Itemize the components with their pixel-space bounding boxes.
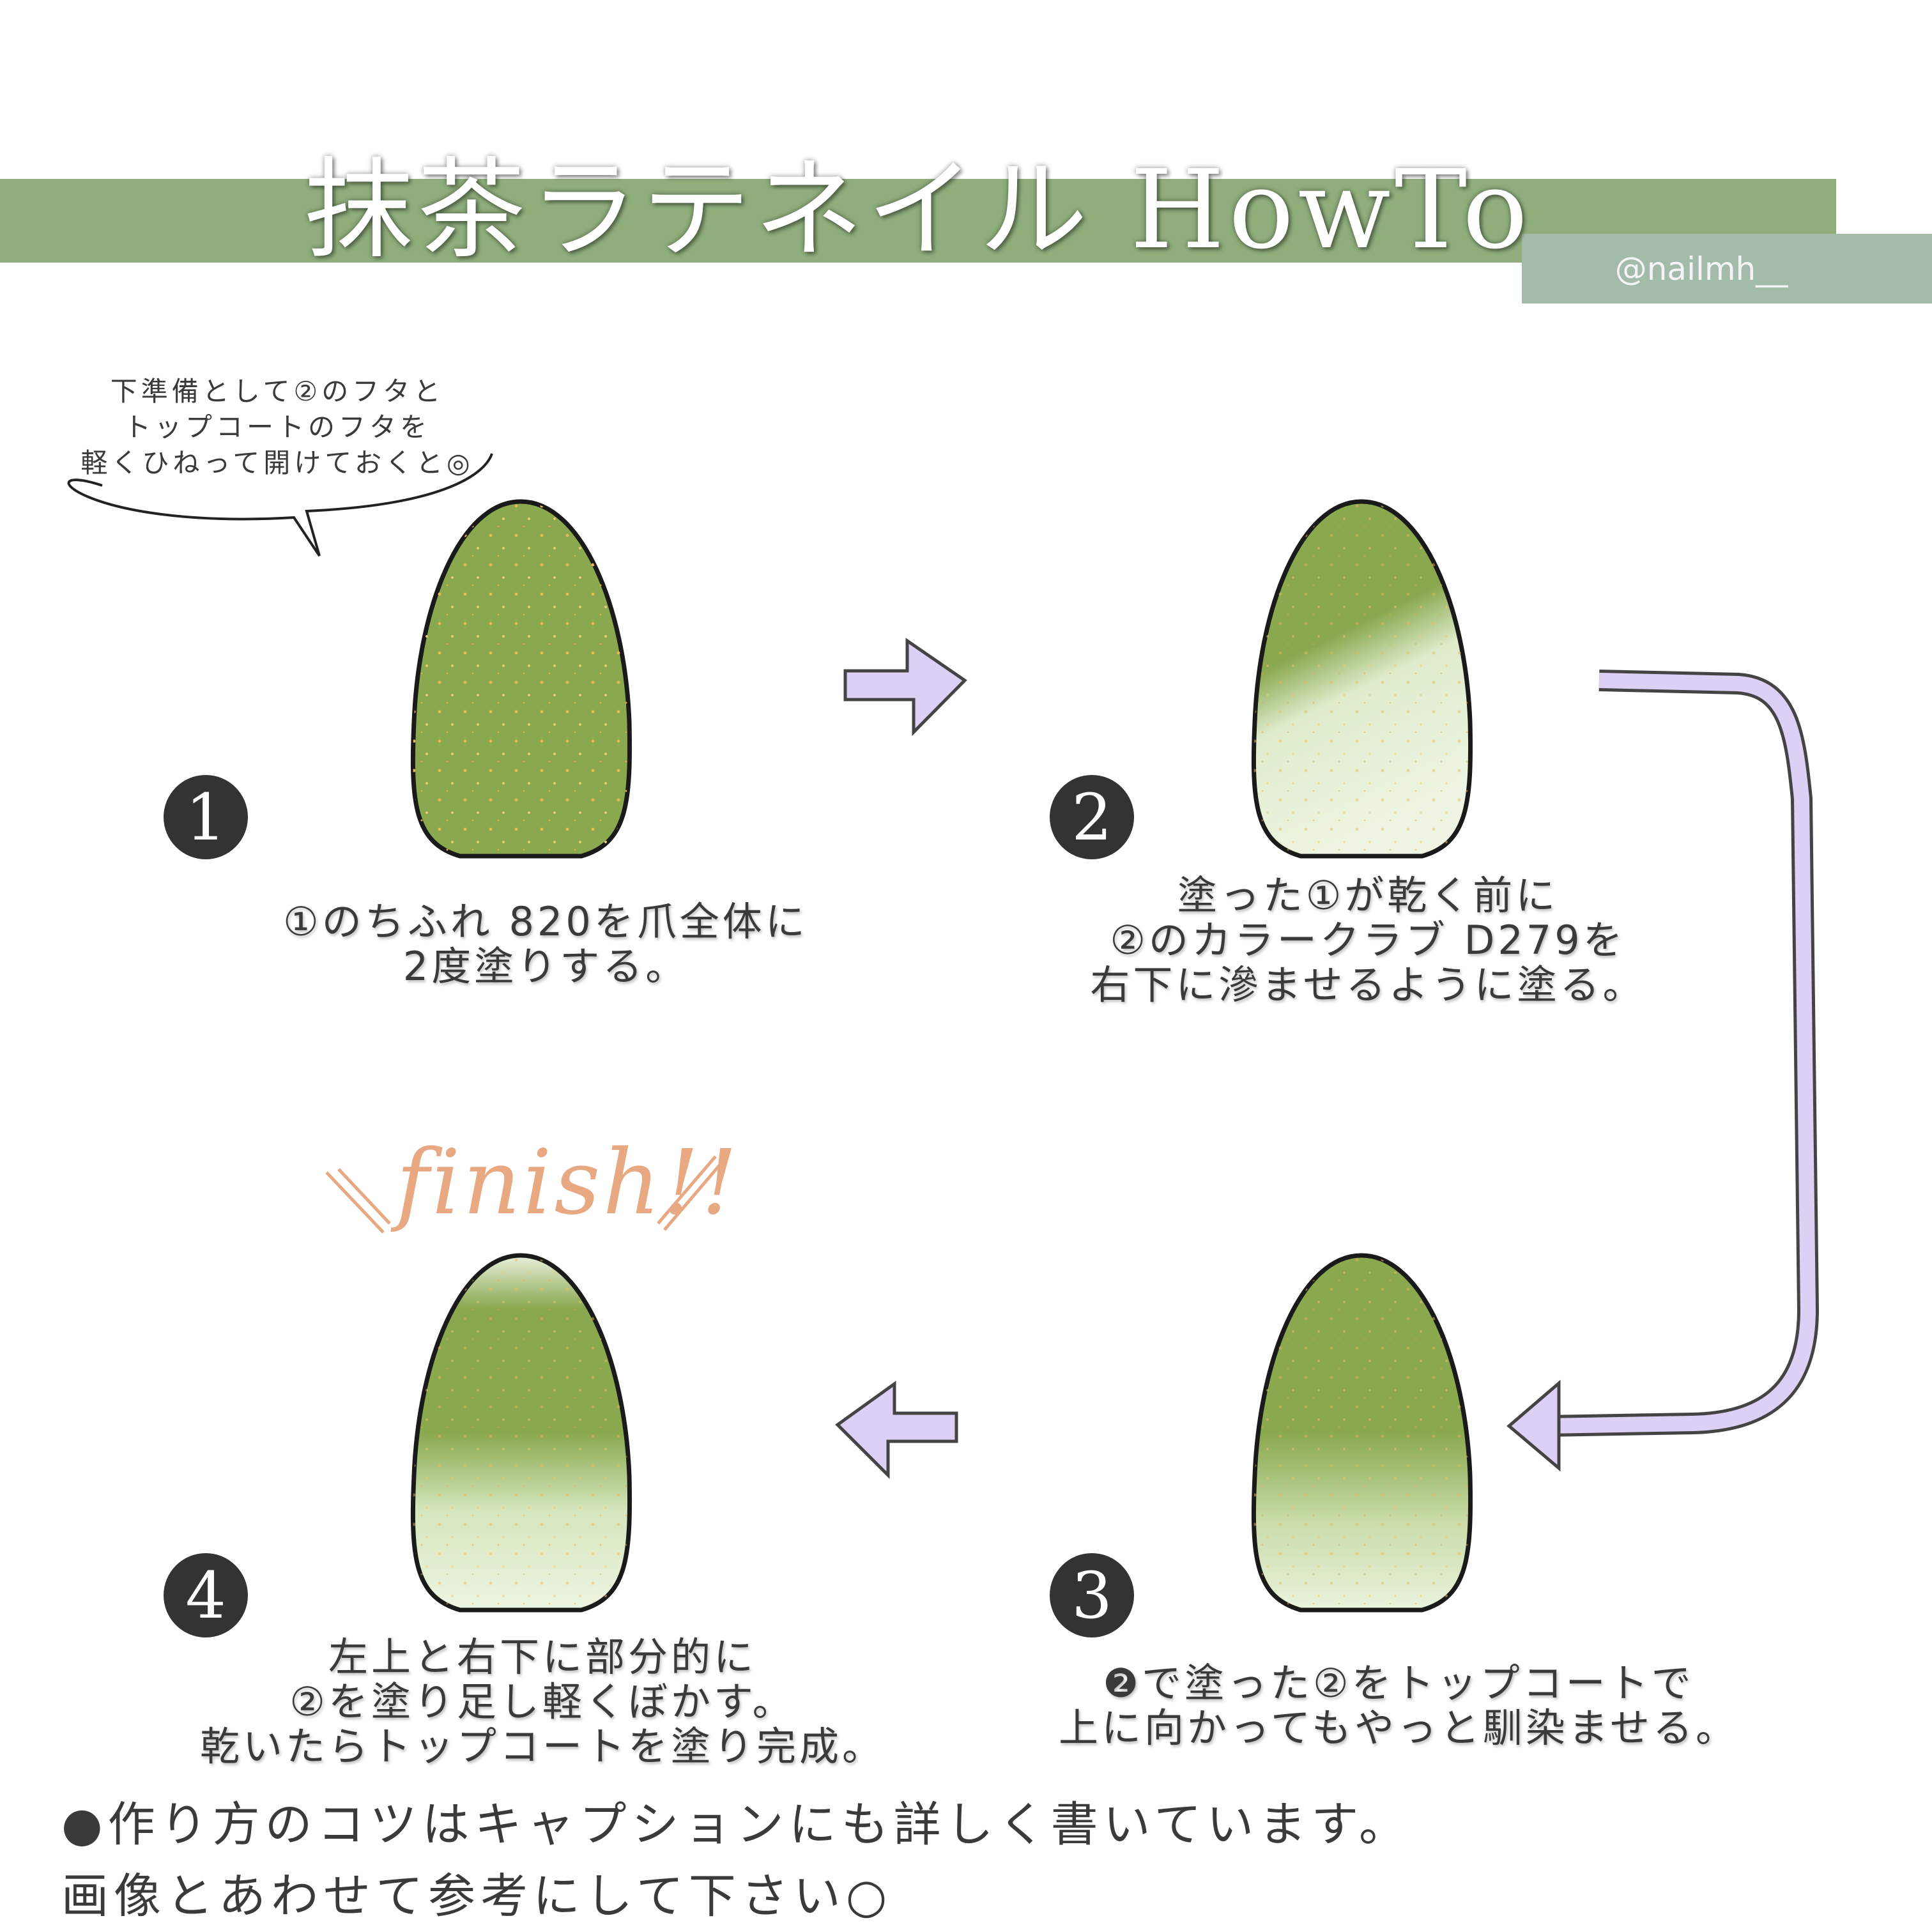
arrow-left-icon bbox=[835, 1381, 958, 1480]
caption-line: ②を塗り足し軽くぼかす。 bbox=[289, 1678, 795, 1725]
caption-line: 乾いたらトップコートを塗り完成。 bbox=[199, 1723, 885, 1770]
finish-sparkle-lines bbox=[325, 1155, 728, 1234]
step-1-number: 1 bbox=[164, 775, 248, 859]
arrow-right-icon bbox=[843, 638, 967, 737]
note-line: トップコートのフタを bbox=[123, 411, 431, 443]
caption-line: ❷で塗った②をトップコートで bbox=[1103, 1660, 1694, 1706]
step-1-caption: ①のちふれ 820を爪全体に 2度塗りする。 bbox=[226, 900, 865, 989]
caption-line: ②のカラークラブ D279を bbox=[1110, 917, 1626, 963]
curved-arrow-icon bbox=[1506, 670, 1820, 1472]
caption-line: 左上と右下に部分的に bbox=[328, 1634, 756, 1680]
note-line: 軽くひねって開けておくと◎ bbox=[80, 447, 474, 479]
step-4-number: 4 bbox=[164, 1553, 248, 1637]
caption-line: ①のちふれ 820を爪全体に bbox=[283, 898, 808, 945]
nail-step-3 bbox=[1251, 1253, 1473, 1613]
caption-line: 塗った①が乾く前に bbox=[1177, 872, 1559, 919]
handle-text: @nailmh__ bbox=[1614, 250, 1788, 288]
nail-step-2 bbox=[1251, 499, 1473, 859]
finish-label: finish!! bbox=[396, 1131, 740, 1235]
step-2-number: 2 bbox=[1050, 775, 1134, 859]
footer-line: 画像とあわせて参考にして下さい○ bbox=[61, 1869, 893, 1924]
caption-line: 右下に滲ませるように塗る。 bbox=[1090, 962, 1646, 1008]
nail-step-4 bbox=[410, 1253, 632, 1613]
nail-step-1 bbox=[410, 499, 632, 859]
page-title: 抹茶ラテネイル HowTo bbox=[304, 147, 1532, 273]
caption-line: 2度塗りする。 bbox=[402, 943, 689, 990]
step-4-caption: 左上と右下に部分的に ②を塗り足し軽くぼかす。 乾いたらトップコートを塗り完成。 bbox=[127, 1635, 958, 1769]
prep-note: 下準備として②のフタと トップコートのフタを 軽くひねって開けておくと◎ bbox=[54, 374, 501, 481]
footer-note: ●作り方のコツはキャプションにも詳しく書いています。 画像とあわせて参考にして下… bbox=[61, 1789, 1411, 1932]
note-line: 下準備として②のフタと bbox=[110, 376, 445, 407]
speech-bubble bbox=[67, 453, 493, 557]
step-2-caption: 塗った①が乾く前に ②のカラークラブ D279を 右下に滲ませるように塗る。 bbox=[985, 873, 1751, 1008]
handle-badge: @nailmh__ bbox=[1522, 234, 1932, 303]
caption-line: 上に向かってもやっと馴染ませる。 bbox=[1059, 1705, 1738, 1751]
step-3-caption: ❷で塗った②をトップコートで 上に向かってもやっと馴染ませる。 bbox=[983, 1661, 1814, 1751]
step-3-number: 3 bbox=[1050, 1553, 1134, 1637]
footer-line: ●作り方のコツはキャプションにも詳しく書いています。 bbox=[61, 1797, 1411, 1852]
